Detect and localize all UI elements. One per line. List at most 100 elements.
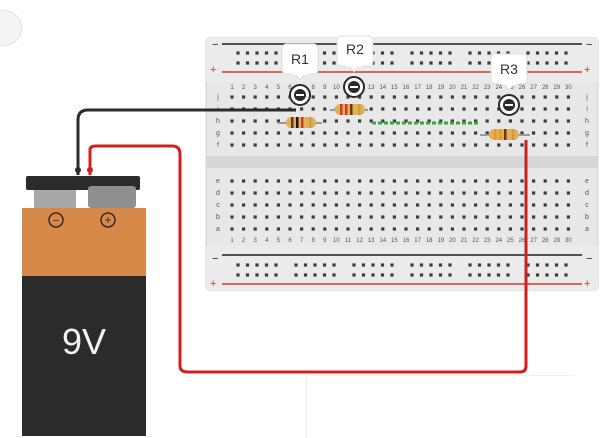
- breadboard-hole[interactable]: [427, 227, 431, 231]
- breadboard-hole[interactable]: [230, 131, 234, 135]
- breadboard-hole[interactable]: [300, 179, 304, 183]
- breadboard-hole[interactable]: [474, 131, 478, 135]
- breadboard-hole[interactable]: [346, 143, 350, 147]
- breadboard-hole[interactable]: [543, 95, 547, 99]
- breadboard-hole[interactable]: [429, 263, 433, 267]
- breadboard-hole[interactable]: [496, 51, 501, 55]
- breadboard-hole[interactable]: [288, 131, 292, 135]
- breadboard-hole[interactable]: [265, 143, 269, 147]
- breadboard-hole[interactable]: [450, 119, 454, 123]
- breadboard-hole[interactable]: [477, 51, 482, 55]
- breadboard-hole[interactable]: [487, 263, 491, 267]
- breadboard-hole[interactable]: [288, 191, 292, 195]
- breadboard-hole[interactable]: [242, 119, 246, 123]
- breadboard-hole[interactable]: [564, 51, 568, 55]
- breadboard-hole[interactable]: [294, 263, 298, 267]
- breadboard-hole[interactable]: [230, 215, 234, 219]
- breadboard-hole[interactable]: [371, 263, 375, 267]
- breadboard-hole[interactable]: [381, 119, 385, 123]
- breadboard-hole[interactable]: [543, 179, 547, 183]
- breadboard-hole[interactable]: [477, 263, 482, 267]
- breadboard-hole[interactable]: [288, 203, 292, 207]
- breadboard-hole[interactable]: [288, 227, 292, 231]
- breadboard-hole[interactable]: [564, 263, 568, 267]
- breadboard-hole[interactable]: [508, 119, 512, 123]
- breadboard-hole[interactable]: [230, 143, 234, 147]
- breadboard-hole[interactable]: [462, 119, 466, 123]
- red-wire-endpoint[interactable]: [87, 167, 93, 173]
- breadboard-hole[interactable]: [427, 215, 431, 219]
- breadboard-hole[interactable]: [543, 215, 547, 219]
- breadboard-hole[interactable]: [497, 227, 501, 231]
- breadboard-hole[interactable]: [322, 51, 327, 55]
- breadboard-hole[interactable]: [371, 273, 375, 277]
- breadboard-hole[interactable]: [497, 203, 501, 207]
- breadboard-hole[interactable]: [520, 95, 524, 99]
- breadboard-hole[interactable]: [474, 191, 478, 195]
- breadboard-hole[interactable]: [253, 227, 257, 231]
- breadboard-hole[interactable]: [242, 203, 246, 207]
- breadboard-hole[interactable]: [265, 203, 269, 207]
- breadboard-hole[interactable]: [543, 107, 547, 111]
- breadboard-hole[interactable]: [334, 95, 338, 99]
- breadboard-hole[interactable]: [438, 273, 443, 277]
- breadboard-hole[interactable]: [323, 131, 327, 135]
- breadboard-hole[interactable]: [416, 203, 420, 207]
- breadboard-hole[interactable]: [369, 107, 373, 111]
- breadboard-hole[interactable]: [462, 227, 466, 231]
- breadboard-hole[interactable]: [323, 143, 327, 147]
- breadboard-hole[interactable]: [311, 215, 315, 219]
- breadboard-hole[interactable]: [555, 179, 559, 183]
- breadboard-hole[interactable]: [369, 227, 373, 231]
- breadboard-hole[interactable]: [520, 203, 524, 207]
- breadboard-hole[interactable]: [352, 273, 356, 277]
- breadboard-hole[interactable]: [276, 191, 280, 195]
- breadboard-hole[interactable]: [410, 61, 414, 65]
- breadboard-hole[interactable]: [468, 263, 472, 267]
- breadboard-hole[interactable]: [274, 263, 278, 267]
- breadboard-hole[interactable]: [485, 107, 489, 111]
- breadboard-hole[interactable]: [532, 227, 536, 231]
- breadboard-hole[interactable]: [462, 179, 466, 183]
- resistor-r1[interactable]: [278, 117, 322, 128]
- breadboard-hole[interactable]: [392, 107, 396, 111]
- breadboard-hole[interactable]: [323, 203, 327, 207]
- breadboard-hole[interactable]: [230, 203, 234, 207]
- breadboard-hole[interactable]: [427, 143, 431, 147]
- breadboard-hole[interactable]: [438, 263, 443, 267]
- breadboard-hole[interactable]: [416, 227, 420, 231]
- breadboard-hole[interactable]: [566, 119, 570, 123]
- breadboard-hole[interactable]: [545, 51, 549, 55]
- breadboard-hole[interactable]: [520, 119, 524, 123]
- breadboard-hole[interactable]: [253, 191, 257, 195]
- breadboard-hole[interactable]: [392, 95, 396, 99]
- breadboard-hole[interactable]: [520, 143, 524, 147]
- breadboard-hole[interactable]: [381, 215, 385, 219]
- breadboard-hole[interactable]: [404, 191, 408, 195]
- breadboard-hole[interactable]: [381, 107, 385, 111]
- breadboard-hole[interactable]: [485, 131, 489, 135]
- breadboard-hole[interactable]: [390, 61, 394, 65]
- breadboard-hole[interactable]: [554, 61, 559, 65]
- breadboard-hole[interactable]: [555, 227, 559, 231]
- red-wire[interactable]: [88, 140, 528, 374]
- breadboard-hole[interactable]: [410, 273, 414, 277]
- breadboard-hole[interactable]: [566, 227, 570, 231]
- breadboard-hole[interactable]: [323, 179, 327, 183]
- breadboard-hole[interactable]: [358, 179, 362, 183]
- breadboard-hole[interactable]: [390, 51, 394, 55]
- breadboard-hole[interactable]: [380, 273, 385, 277]
- breadboard-hole[interactable]: [555, 107, 559, 111]
- breadboard-hole[interactable]: [276, 95, 280, 99]
- breadboard-hole[interactable]: [462, 215, 466, 219]
- breadboard-hole[interactable]: [450, 143, 454, 147]
- breadboard-hole[interactable]: [462, 107, 466, 111]
- breadboard-hole[interactable]: [474, 143, 478, 147]
- breadboard-hole[interactable]: [380, 51, 385, 55]
- breadboard-hole[interactable]: [334, 191, 338, 195]
- breadboard-hole[interactable]: [380, 61, 385, 65]
- breadboard-hole[interactable]: [497, 119, 501, 123]
- breadboard-hole[interactable]: [410, 263, 414, 267]
- breadboard-hole[interactable]: [392, 179, 396, 183]
- breadboard-hole[interactable]: [508, 203, 512, 207]
